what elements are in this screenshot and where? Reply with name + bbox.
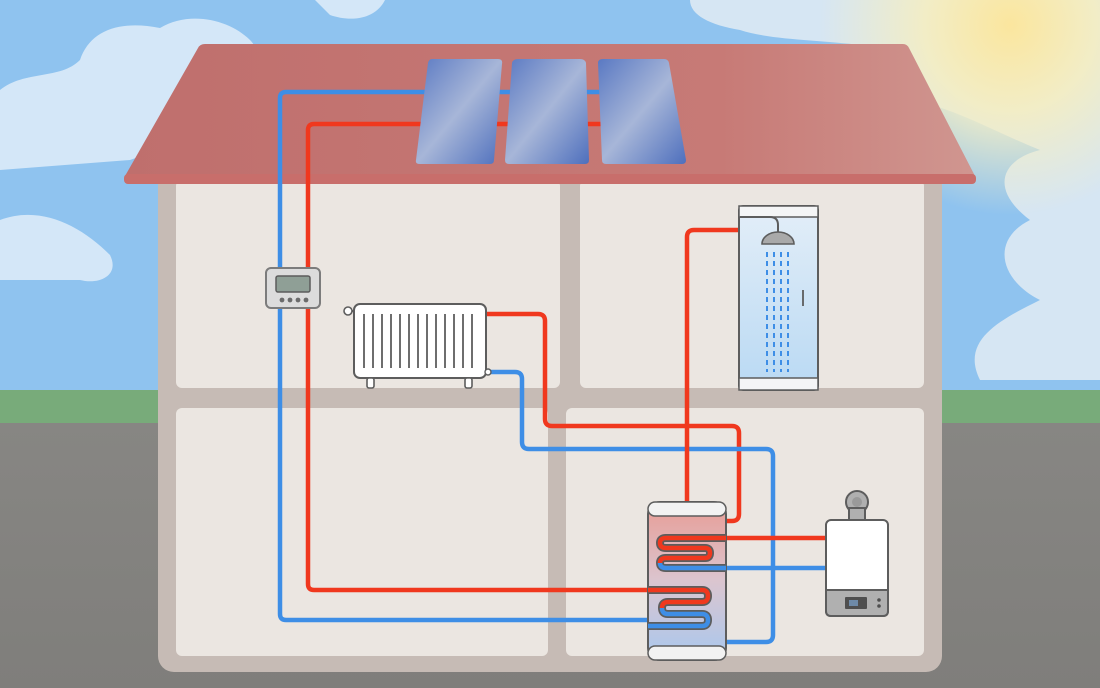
solar-panel-1 (415, 59, 503, 164)
radiator-supply-pipe-hot (482, 311, 742, 524)
solar-return-pipe-cold (277, 89, 703, 623)
shower-icon (738, 205, 819, 391)
water-tank-icon (647, 501, 727, 661)
thermostat-icon (265, 267, 321, 309)
solar-panel-3 (598, 59, 686, 164)
cloud-left (0, 18, 257, 282)
house (158, 160, 942, 672)
pipes (277, 89, 831, 645)
shower-supply-pipe-hot (684, 227, 743, 509)
solar-panel-2 (505, 59, 589, 164)
room-lower-left (176, 408, 548, 656)
boiler-icon (825, 490, 889, 617)
cloud-top (315, 0, 385, 19)
radiator-return-pipe-cold (487, 369, 776, 645)
radiator-icon (343, 303, 492, 389)
solar-panel-icon (415, 59, 686, 164)
solar-flow-pipe-hot (305, 121, 703, 593)
